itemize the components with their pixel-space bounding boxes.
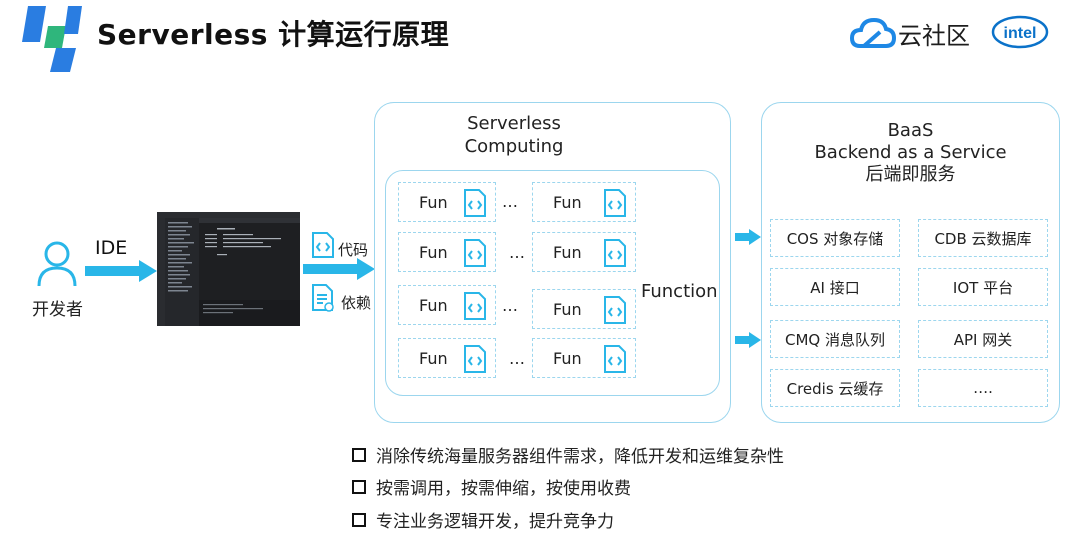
intel-logo-icon: intel [991, 15, 1049, 49]
baas-title-line2: Backend as a Service [814, 142, 1007, 163]
code-file-icon [604, 296, 626, 324]
serverless-to-baas-arrow [735, 229, 761, 245]
service-box-cdb: CDB 云数据库 [918, 219, 1048, 257]
serverless-computing-title: Serverless Computing [374, 112, 654, 158]
function-label: Function [641, 281, 718, 302]
function-box: Fun [532, 289, 636, 329]
dependency-label: 依赖 [341, 294, 372, 312]
function-box-label: Fun [419, 243, 448, 262]
function-box: Fun [398, 232, 496, 272]
bullet-text: 消除传统海量服务器组件需求，降低开发和运维复杂性 [376, 447, 784, 467]
baas-title: BaaS Backend as a Service 后端即服务 [761, 120, 1060, 186]
function-box-label: Fun [553, 243, 582, 262]
service-box-credis: Credis 云缓存 [770, 369, 900, 407]
dependency-file-icon [312, 284, 334, 312]
function-box: Fun [532, 338, 636, 378]
bullet-item: 消除传统海量服务器组件需求，降低开发和运维复杂性 [352, 442, 784, 467]
ellipsis: … [509, 349, 525, 368]
cloud-logo-icon [850, 17, 896, 48]
baas-title-line1: BaaS [887, 120, 934, 141]
function-box: Fun [532, 232, 636, 272]
baas-panel [761, 102, 1060, 423]
code-file-icon [464, 239, 486, 267]
checkbox-icon [352, 479, 366, 494]
intel-logo-text: intel [1004, 25, 1037, 42]
ellipsis: … [509, 243, 525, 262]
ide-screenshot [157, 212, 300, 326]
function-box-label: Fun [553, 300, 582, 319]
bullet-item: 专注业务逻辑开发，提升竞争力 [352, 507, 614, 532]
checkbox-icon [352, 447, 366, 462]
serverless-computing-panel [374, 102, 731, 423]
ellipsis: … [502, 296, 518, 315]
service-box-iot: IOT 平台 [918, 268, 1048, 306]
function-box: Fun [398, 338, 496, 378]
code-file-icon [464, 189, 486, 217]
brand-logo-icon [22, 6, 82, 72]
code-file-icon [464, 345, 486, 373]
function-box: Fun [398, 182, 496, 222]
developer-label: 开发者 [32, 300, 83, 320]
code-file-icon [464, 292, 486, 320]
function-box-label: Fun [419, 193, 448, 212]
bullet-item: 按需调用，按需伸缩，按使用收费 [352, 474, 631, 499]
service-box-cos: COS 对象存储 [770, 219, 900, 257]
function-box-label: Fun [419, 296, 448, 315]
service-box-cmq: CMQ 消息队列 [770, 320, 900, 358]
developer-user-icon [37, 241, 77, 287]
code-file-icon [604, 189, 626, 217]
ide-label: IDE [95, 237, 128, 259]
ellipsis: … [502, 192, 518, 211]
serverless-title-line1: Serverless [467, 113, 561, 134]
dev-to-ide-arrow [85, 260, 157, 282]
function-box-label: Fun [553, 349, 582, 368]
checkbox-icon [352, 512, 366, 527]
function-box: Fun [532, 182, 636, 222]
brand-text: 云社区 [898, 22, 970, 50]
service-box-ai: AI 接口 [770, 268, 900, 306]
serverless-title-line2: Computing [464, 136, 564, 157]
serverless-to-baas-arrow [735, 332, 761, 348]
code-file-icon [312, 232, 334, 258]
code-label: 代码 [338, 241, 369, 259]
code-file-icon [604, 345, 626, 373]
service-box-more: …. [918, 369, 1048, 407]
page-title: Serverless 计算运行原理 [97, 18, 450, 51]
ide-to-serverless-arrow [303, 258, 375, 280]
bullet-text: 专注业务逻辑开发，提升竞争力 [376, 512, 614, 532]
function-container [385, 170, 720, 396]
ide-window-illustration [157, 212, 300, 326]
function-box-label: Fun [419, 349, 448, 368]
service-box-api-gateway: API 网关 [918, 320, 1048, 358]
function-box: Fun [398, 285, 496, 325]
baas-title-line3: 后端即服务 [865, 164, 956, 185]
code-file-icon [604, 239, 626, 267]
function-box-label: Fun [553, 193, 582, 212]
bullet-text: 按需调用，按需伸缩，按使用收费 [376, 479, 631, 499]
